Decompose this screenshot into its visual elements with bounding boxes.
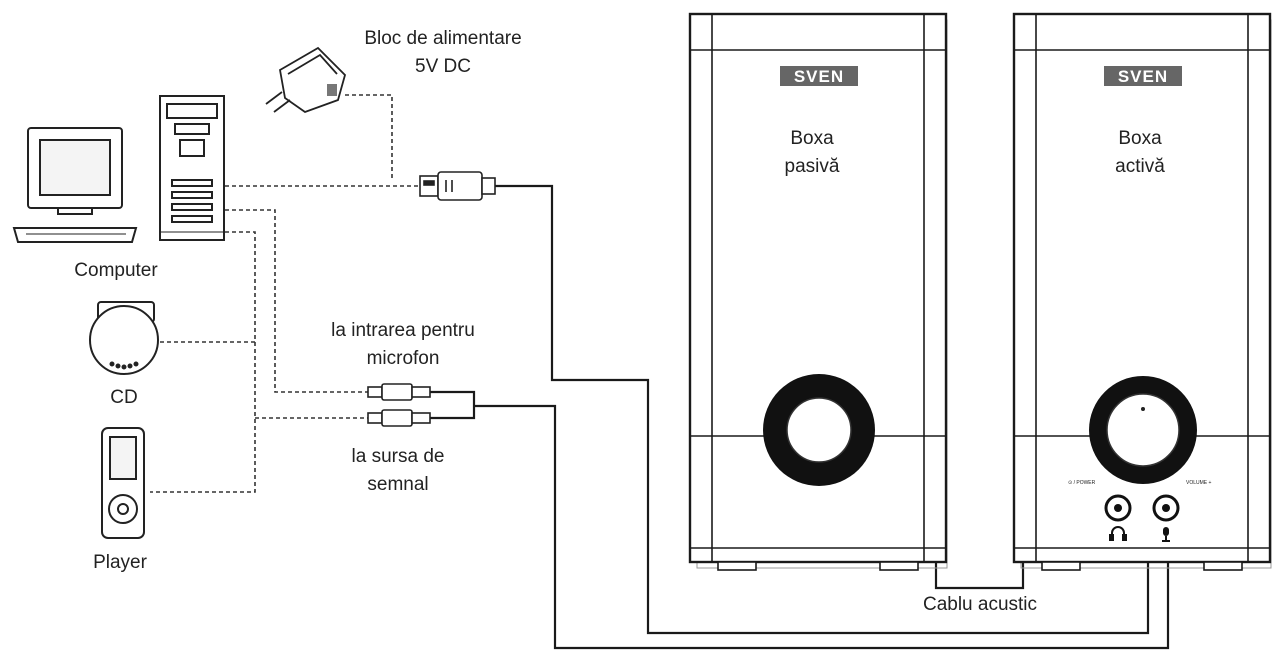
power-adapter-icon bbox=[265, 46, 347, 114]
cd-player-icon bbox=[89, 301, 159, 375]
acoustic-speaker-cable bbox=[934, 560, 1025, 590]
computer-audio-out-cable bbox=[150, 231, 256, 493]
passive-speaker-logo-plate bbox=[780, 66, 858, 86]
active-speaker: SVEN ⊙ / POWER VOLUME + bbox=[1012, 12, 1272, 571]
audio-jack-icons bbox=[367, 383, 431, 427]
cd-label: CD bbox=[110, 387, 137, 408]
volume-control-label: VOLUME + bbox=[1186, 480, 1212, 486]
usb-plug-icon bbox=[419, 171, 496, 201]
headphones-icon bbox=[1109, 526, 1127, 541]
signal-source-label-line1: la sursa de bbox=[352, 446, 445, 467]
solid-cables bbox=[430, 184, 1170, 650]
signal-jack-plug-icon bbox=[367, 409, 431, 427]
player-label: Player bbox=[93, 552, 148, 573]
diagram-labels: Bloc de alimentare 5V DC Computer CD Pla… bbox=[74, 28, 1165, 615]
mic-input-label-line2: microfon bbox=[367, 348, 440, 369]
media-player-icon bbox=[101, 427, 145, 539]
mic-jack-plug-icon bbox=[367, 383, 431, 401]
passive-speaker: SVEN bbox=[688, 12, 948, 571]
power-control-label: ⊙ / POWER bbox=[1068, 480, 1096, 486]
passive-speaker-logo: SVEN bbox=[794, 67, 844, 86]
computer-label: Computer bbox=[74, 260, 158, 281]
jack-merge-top bbox=[430, 390, 476, 420]
mic-input-label-line1: la intrarea pentru bbox=[331, 320, 475, 341]
passive-speaker-label-line1: Boxa bbox=[790, 128, 834, 149]
audio-input-cable bbox=[475, 404, 1170, 650]
dashed-cables bbox=[150, 94, 420, 493]
microphone-icon bbox=[1162, 527, 1170, 542]
passive-speaker-label-line2: pasivă bbox=[785, 156, 840, 177]
adapter-to-usb-cable bbox=[345, 94, 393, 178]
acoustic-cable-label: Cablu acustic bbox=[923, 594, 1037, 615]
computer-mic-cable bbox=[225, 209, 368, 393]
active-speaker-label-line1: Boxa bbox=[1118, 128, 1162, 149]
power-supply-label-line1: Bloc de alimentare bbox=[364, 28, 521, 49]
signal-source-label-line2: semnal bbox=[367, 474, 428, 495]
volume-knob-cap bbox=[1106, 393, 1180, 467]
active-speaker-label-line2: activă bbox=[1115, 156, 1165, 177]
power-supply-label-line2: 5V DC bbox=[415, 56, 471, 77]
passive-speaker-driver bbox=[786, 397, 852, 463]
pc-tower-icon bbox=[159, 95, 225, 241]
active-speaker-logo-plate bbox=[1104, 66, 1182, 86]
active-speaker-logo: SVEN bbox=[1118, 67, 1168, 86]
monitor-icon bbox=[12, 127, 138, 243]
usb-power-cable bbox=[495, 184, 1150, 635]
volume-knob-marker bbox=[1141, 407, 1145, 411]
